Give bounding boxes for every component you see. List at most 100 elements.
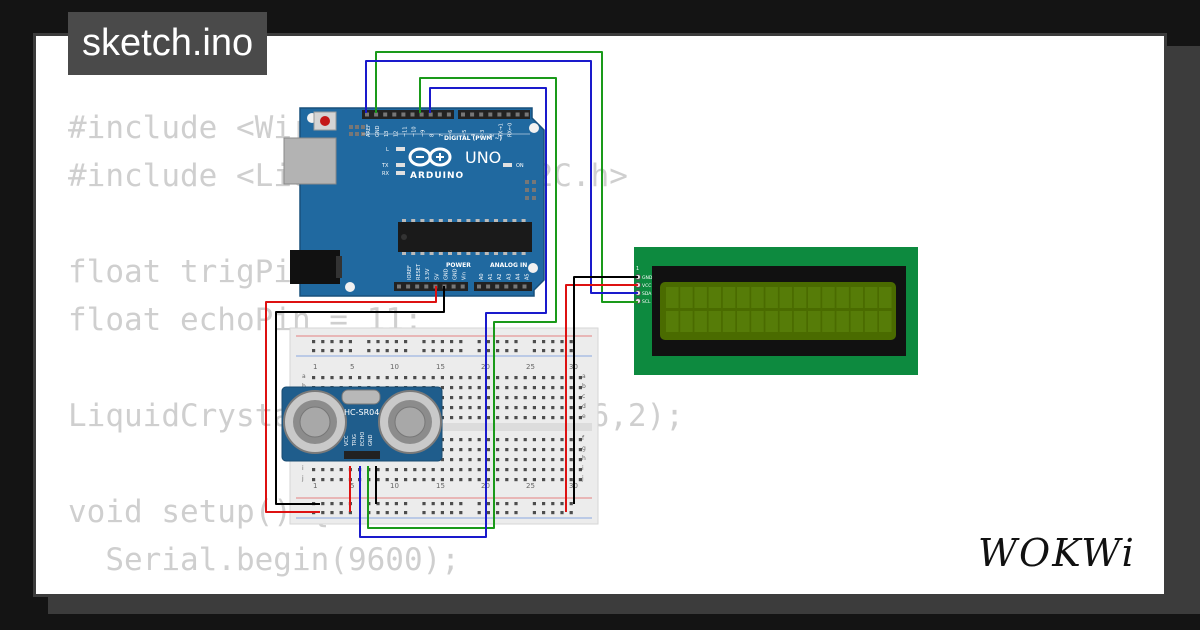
wire-green-scl[interactable] — [375, 51, 638, 303]
breadboard-hole — [339, 376, 343, 380]
transducer-right — [378, 390, 442, 454]
chip-pin — [448, 252, 452, 255]
breadboard-hole — [321, 502, 325, 506]
breadboard-hole — [330, 511, 334, 515]
lcd-pin-gnd: GND — [642, 275, 653, 281]
bb-row-i: i — [582, 465, 584, 472]
breadboard-hole — [376, 468, 380, 472]
header-pin — [479, 112, 484, 117]
lcd-cell — [879, 287, 892, 308]
wire-black-lcd-gnd[interactable] — [573, 276, 638, 504]
breadboard-hole — [348, 511, 352, 515]
lcd-pin-scl: SCL — [642, 299, 651, 305]
breadboard-hole — [542, 386, 546, 390]
wire-red-5v[interactable] — [265, 286, 437, 513]
breadboard-hole — [542, 376, 546, 380]
bb-row-f: f — [582, 435, 585, 442]
breadboard-hole — [569, 340, 573, 344]
digital-pin-label-1: 4 — [471, 134, 477, 137]
breadboard-hole — [486, 376, 490, 380]
breadboard-hole — [312, 478, 316, 482]
breadboard-hole — [560, 448, 564, 452]
wokwi-logo[interactable]: WOKWi — [974, 528, 1152, 576]
breadboard-hole — [367, 340, 371, 344]
breadboard-hole — [339, 349, 343, 353]
header-pin — [497, 112, 502, 117]
breadboard-hole — [486, 468, 490, 472]
breadboard-hole — [523, 386, 527, 390]
breadboard-hole — [532, 340, 536, 344]
breadboard-hole — [394, 376, 398, 380]
icsp-header-right — [525, 180, 536, 200]
header-pin — [424, 284, 429, 289]
mounting-hole — [528, 263, 538, 273]
breadboard-hole — [468, 386, 472, 390]
breadboard-hole — [477, 448, 481, 452]
breadboard-hole — [569, 416, 573, 420]
lcd-cell — [737, 287, 750, 308]
breadboard-hole — [578, 376, 582, 380]
header-pin — [524, 112, 529, 117]
chip-pin — [503, 252, 508, 255]
hc-sr04-sensor[interactable]: HC-SR04 VCC TRIG ECHO GND — [281, 386, 443, 462]
breadboard-hole — [348, 349, 352, 353]
breadboard-hole — [459, 396, 463, 400]
breadboard-hole — [514, 340, 518, 344]
board-brand-label: ARDUINO — [410, 171, 464, 181]
transducer-left — [283, 390, 347, 454]
breadboard-hole — [542, 458, 546, 462]
breadboard-hole — [578, 438, 582, 442]
header-pin — [406, 284, 411, 289]
breadboard-hole — [505, 386, 509, 390]
breadboard-hole — [578, 478, 582, 482]
status-leds: L TX RX ON — [381, 147, 524, 177]
sensor-pin-echo: ECHO — [360, 432, 366, 446]
breadboard-hole — [551, 438, 555, 442]
breadboard-hole — [450, 448, 454, 452]
breadboard-hole — [376, 511, 380, 515]
breadboard-hole — [477, 416, 481, 420]
breadboard-hole — [321, 478, 325, 482]
header-pin — [515, 112, 520, 117]
wire-green-trig[interactable] — [367, 77, 557, 529]
led-rx-label: RX — [382, 171, 389, 177]
breadboard-hole — [385, 349, 389, 353]
chip-pin — [466, 252, 471, 255]
bb-row-b: b — [582, 383, 586, 390]
power-pin-label-4: GND — [443, 268, 449, 280]
wire-red-lcd-vcc[interactable] — [565, 284, 638, 512]
chip-pin — [411, 219, 416, 222]
breadboard-hole — [459, 448, 463, 452]
lcd-cell — [793, 287, 807, 308]
breadboard-hole — [514, 438, 518, 442]
bb-row-e: e — [582, 413, 586, 420]
header-pin — [461, 112, 465, 117]
breadboard-hole — [551, 416, 555, 420]
breadboard-hole — [477, 458, 481, 462]
breadboard-hole — [385, 502, 389, 506]
breadboard-hole — [560, 416, 564, 420]
breadboard-hole — [505, 511, 509, 515]
breadboard-hole — [505, 396, 509, 400]
breadboard-hole — [440, 458, 444, 462]
wire-black-gnd[interactable] — [275, 286, 445, 505]
lcd-1602-i2c[interactable]: 1 GND VCC SDA SCL — [634, 247, 918, 375]
breadboard-hole — [496, 406, 500, 410]
breadboard-hole — [431, 502, 435, 506]
wire-blue-sda[interactable] — [365, 60, 638, 294]
breadboard-hole — [505, 416, 509, 420]
sensor-pin-labels: VCC TRIG ECHO GND — [344, 432, 374, 447]
board-model-label: UNO — [465, 148, 501, 167]
wokwi-logo-text: WOKWi — [978, 531, 1136, 575]
sketch-filename-tab[interactable]: sketch.ino — [68, 12, 268, 75]
power-pin-label-2: 3.3V — [425, 268, 431, 280]
analog-pin-label-4: A4 — [515, 273, 521, 280]
lcd-cell — [808, 311, 821, 332]
icsp-pin — [532, 188, 536, 192]
breadboard-hole — [505, 406, 509, 410]
reset-button-cap[interactable] — [320, 116, 330, 126]
wire-blue-echo[interactable] — [359, 87, 547, 538]
breadboard-hole — [385, 376, 389, 380]
lcd-pin-one-label: 1 — [636, 266, 639, 272]
